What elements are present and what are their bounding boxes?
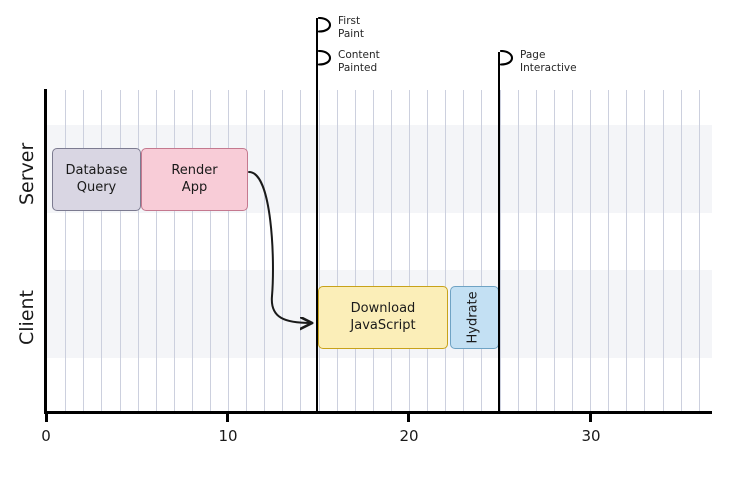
task-bar-label: Render App [171, 162, 218, 195]
x-tick-label-30: 30 [581, 427, 601, 445]
gridline [156, 90, 157, 412]
task-bar-label: Hydrate [466, 291, 482, 344]
gridline [590, 90, 591, 412]
gridline [409, 90, 410, 412]
x-tick-label-10: 10 [218, 427, 238, 445]
gridline [391, 90, 392, 412]
x-tick-label-20: 20 [399, 427, 419, 445]
gridline [120, 90, 121, 412]
x-axis [44, 411, 712, 414]
x-tick-label-0: 0 [41, 427, 51, 445]
milestone-line-first-paint [316, 18, 319, 412]
gridline [65, 90, 66, 412]
milestone-label-content-painted: Content Painted [338, 49, 380, 75]
flag-icon-first-paint [317, 16, 334, 37]
milestone-label-page-interactive: Page Interactive [520, 49, 577, 75]
gridline [373, 90, 374, 412]
gridline [192, 90, 193, 412]
gridline [246, 90, 247, 412]
gridline [445, 90, 446, 412]
gridline [282, 90, 283, 412]
gridline [210, 90, 211, 412]
x-tick-mark [45, 414, 48, 422]
gridline [138, 90, 139, 412]
gridline [355, 90, 356, 412]
gridline [174, 90, 175, 412]
milestone-label-first-paint: First Paint [338, 15, 364, 41]
flag-icon-content-painted [317, 49, 334, 70]
gridline [608, 90, 609, 412]
lane-label-server: Server [16, 142, 38, 205]
task-bar-label: Download JavaScript [350, 300, 416, 333]
gridline [83, 90, 84, 412]
gridline [300, 90, 301, 412]
gridline [463, 90, 464, 412]
gridline [264, 90, 265, 412]
x-tick-mark [226, 414, 229, 422]
gridline [101, 90, 102, 412]
gridline [481, 90, 482, 412]
flag-icon-page-interactive [499, 49, 516, 70]
task-bar-hydrate[interactable]: Hydrate [450, 286, 499, 349]
x-tick-mark [407, 414, 410, 422]
gridline [500, 90, 501, 412]
gridline [663, 90, 664, 412]
gridline [518, 90, 519, 412]
gridline [699, 90, 700, 412]
plot-area [47, 90, 712, 412]
y-axis [44, 89, 47, 414]
task-bar-download-javascript[interactable]: Download JavaScript [318, 286, 448, 349]
milestone-line-page-interactive [498, 52, 501, 412]
task-bar-render-app[interactable]: Render App [141, 148, 248, 211]
gridline [337, 90, 338, 412]
gridline [536, 90, 537, 412]
gridline [228, 90, 229, 412]
gridline [319, 90, 320, 412]
task-bar-label: Database Query [65, 162, 128, 195]
gridline [626, 90, 627, 412]
gridline [681, 90, 682, 412]
gridline [427, 90, 428, 412]
x-tick-mark [589, 414, 592, 422]
lane-label-client: Client [16, 289, 38, 345]
task-bar-database-query[interactable]: Database Query [52, 148, 141, 211]
gridline [554, 90, 555, 412]
gridline [572, 90, 573, 412]
gridline [644, 90, 645, 412]
